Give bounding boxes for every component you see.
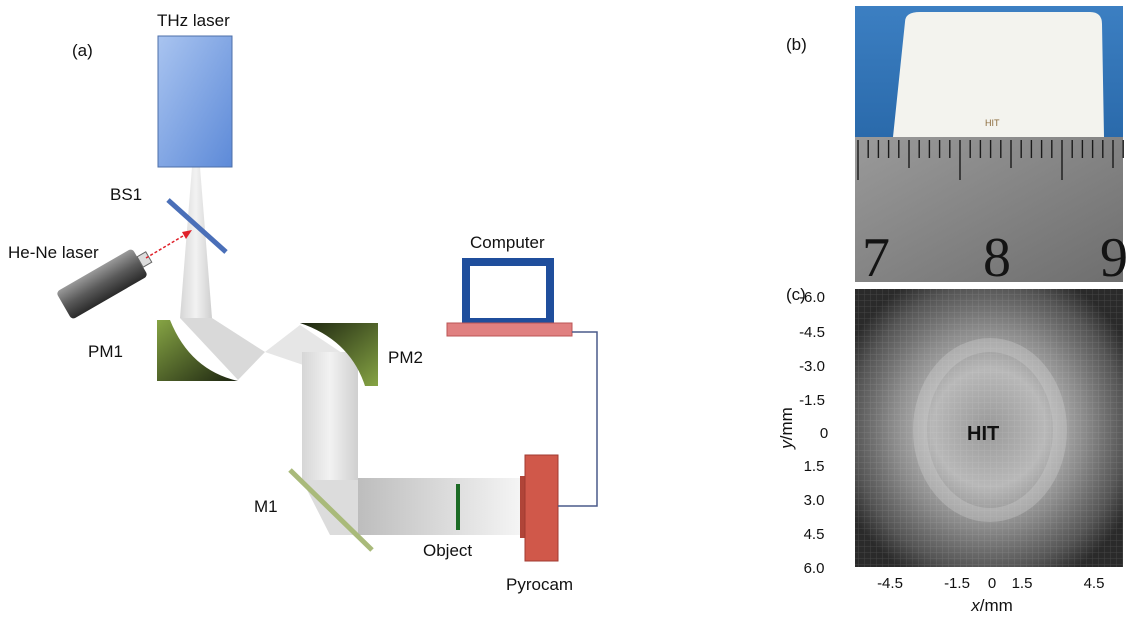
computer-monitor [462,258,554,326]
y-tick: 6.0 [804,560,825,577]
x-axis-label: x/mm [970,596,1013,615]
x-tick: 4.5 [1084,575,1105,592]
he-ne-beam [145,232,189,259]
he-ne-laser-label: He-Ne laser [8,243,99,262]
ruler-number-9: 9 [1100,227,1128,289]
thz-image: HIT [855,289,1123,567]
x-tick: -1.5 [944,575,970,592]
sample-photo: HIT [855,6,1123,137]
ruler-photo: 7 8 9 [855,137,1128,289]
panel-b-label: (b) [786,35,807,54]
computer-label: Computer [470,233,545,252]
ruler-number-8: 8 [983,227,1011,289]
y-tick: -6.0 [799,289,825,306]
computer-pyrocam-cable [558,331,598,507]
y-tick: -1.5 [799,392,825,409]
beam-thz-to-pm1 [180,167,212,318]
y-tick: -3.0 [799,358,825,375]
beam-m1-to-pyrocam [358,478,522,535]
thz-laser-box [157,35,233,168]
thz-laser-label: THz laser [157,11,230,30]
ruler-ticks [857,140,1124,180]
bs1-label: BS1 [110,185,142,204]
x-tick: 1.5 [1012,575,1033,592]
y-tick: 0 [820,425,828,442]
y-tick: 3.0 [804,492,825,509]
pyrocam-lens [520,476,526,538]
pm1-label: PM1 [88,342,123,361]
y-tick: 1.5 [804,458,825,475]
panel-a-label: (a) [72,41,93,60]
pm2-label: PM2 [388,348,423,367]
pm1-mirror [157,320,238,381]
pyrocam-label: Pyrocam [506,575,573,594]
y-tick: 4.5 [804,526,825,543]
ruler-number-7: 7 [862,227,890,289]
sample-hit-text: HIT [985,118,1000,128]
computer-keyboard [446,322,573,337]
pyrocam-body [524,454,559,562]
bs1-splitter [166,198,228,254]
y-axis-label: y/mm [777,407,796,450]
x-tick: 0 [988,575,996,592]
y-tick: -4.5 [799,324,825,341]
pm2-mirror [300,323,378,386]
he-ne-arrow [182,230,192,239]
object-label: Object [423,541,472,560]
m1-label: M1 [254,497,278,516]
beam-pm2-to-m1 [302,352,358,480]
object-sample [456,484,460,530]
beam-pm1-to-focus [180,318,265,380]
image-hit-text: HIT [967,423,999,445]
x-tick: -4.5 [877,575,903,592]
m1-mirror [288,468,374,552]
panel-c-label: (c) [786,285,806,304]
